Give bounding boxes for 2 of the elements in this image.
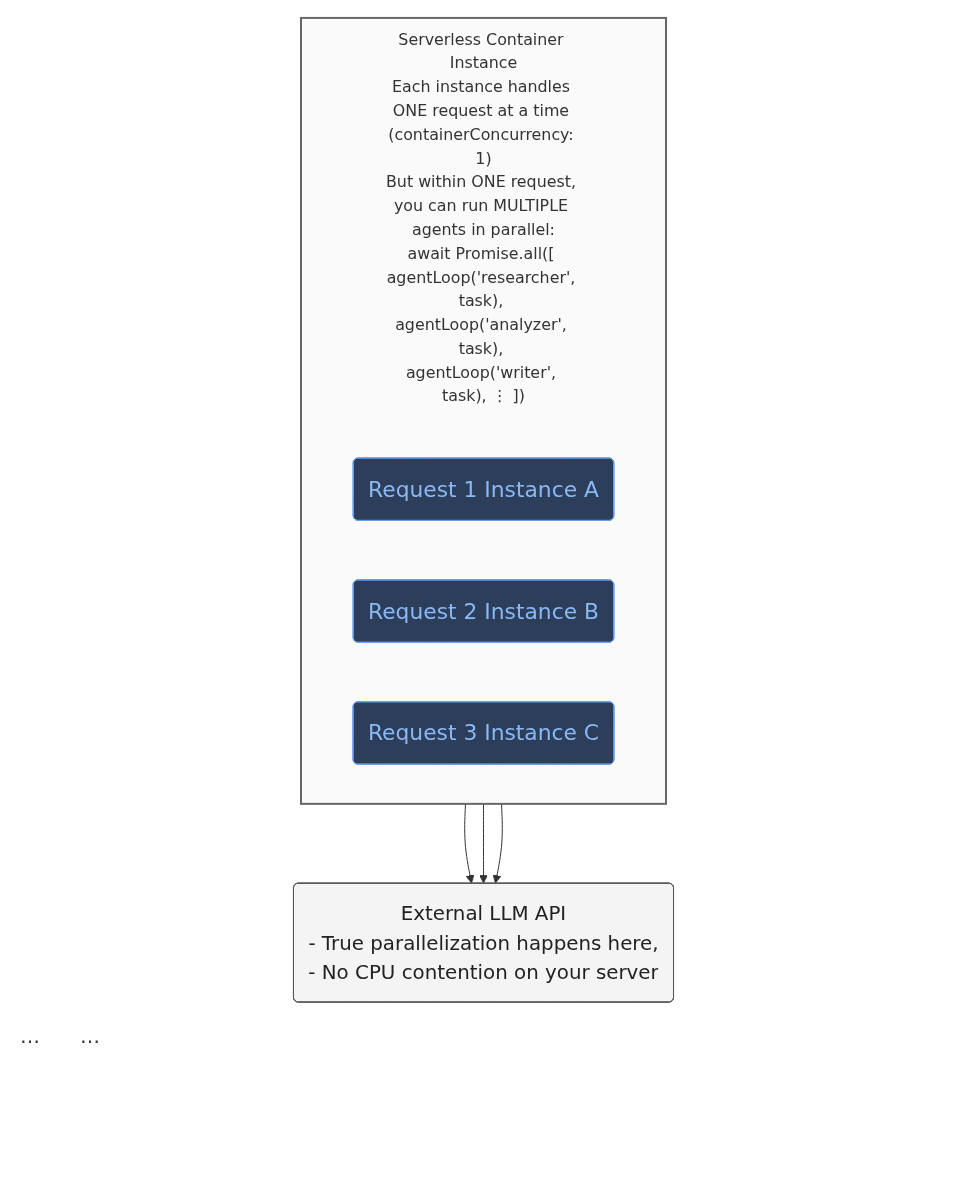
ellipsis-note: …	[20, 1024, 40, 1048]
ellipsis-note: …	[80, 1024, 100, 1048]
